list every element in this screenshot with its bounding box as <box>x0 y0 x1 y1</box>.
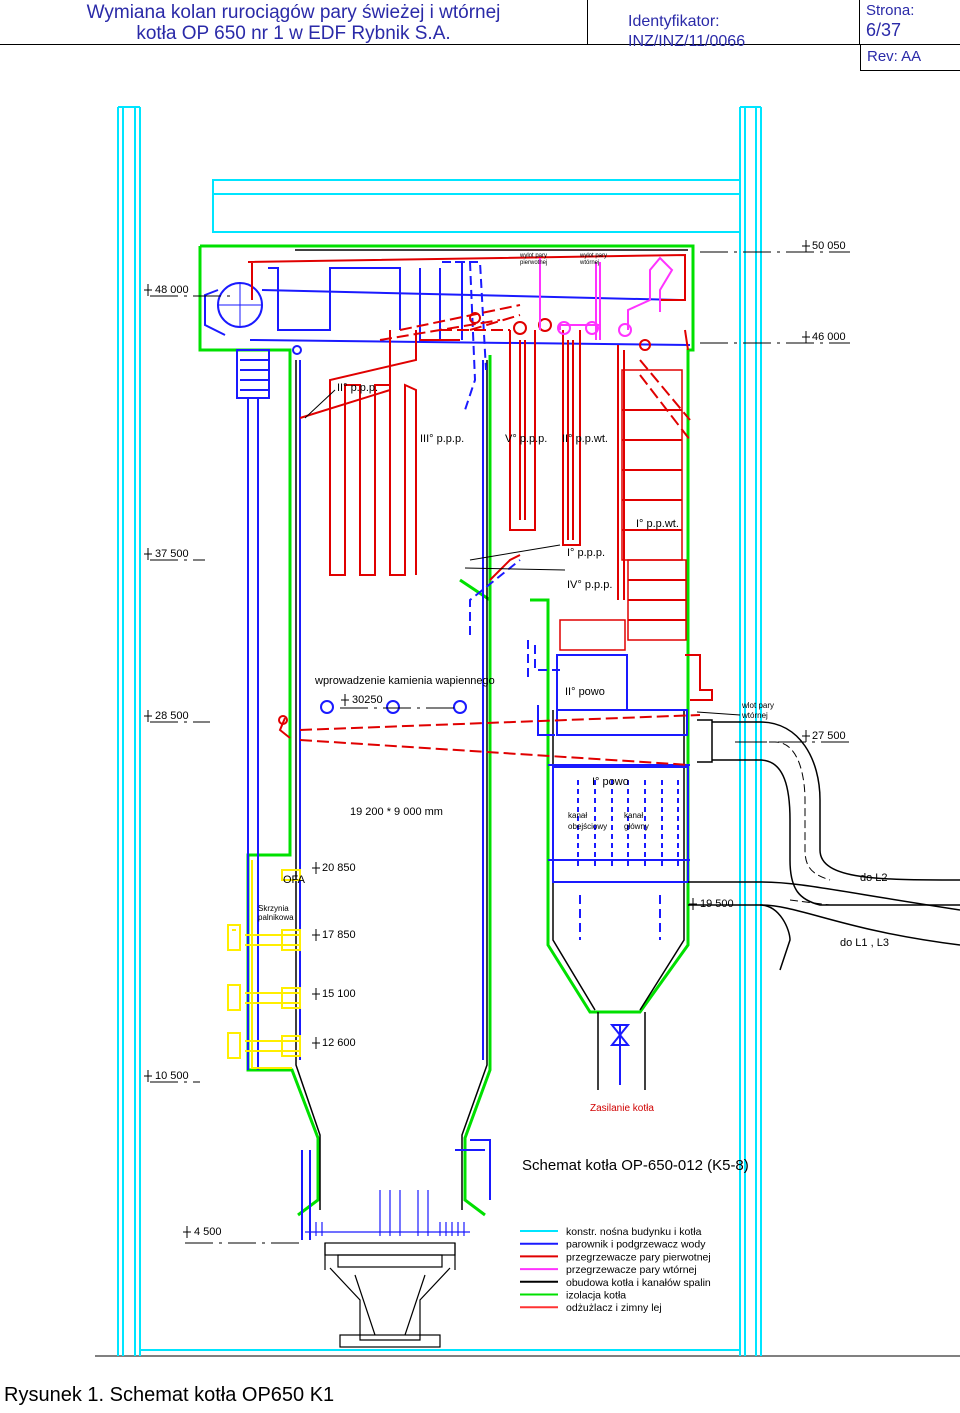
reheat-steam-inlet-label-2: wtórnej <box>741 711 768 720</box>
main-duct-label-2: główny <box>624 822 649 831</box>
figure-caption: Rysunek 1. Schemat kotła OP650 K1 <box>4 1384 335 1406</box>
legend-label: konstr. nośna budynku i kotła <box>566 1226 702 1238</box>
feedwater-label: Zasilanie kotła <box>590 1103 654 1114</box>
support-structure <box>117 106 762 1356</box>
elevation-10500: 10 500 <box>155 1070 189 1082</box>
legend-label: izolacja kotła <box>566 1290 626 1302</box>
evaporator-tubes <box>236 261 691 1240</box>
label-powo-1: I° powo <box>592 776 629 788</box>
label-to-l2: do L2 <box>860 872 888 884</box>
bottom-ash-hopper <box>324 1242 456 1348</box>
elevation-19500: 19 500 <box>700 898 734 910</box>
label-ppwt-2: II° p.p.wt. <box>562 433 608 445</box>
identifier-cell: Identyfikator: INZ/INZ/11/0066 <box>588 0 860 50</box>
elevation-48000: 48 000 <box>155 284 189 296</box>
legend-label: przegrzewacze pary wtórnej <box>566 1264 697 1276</box>
elevation-17850: 17 850 <box>322 929 356 941</box>
legend-label: obudowa kotła i kanałów spalin <box>566 1277 711 1289</box>
primary-steam-outlet-label-1: wylot pary <box>519 253 547 259</box>
burner-box-label-1: Skrzynia <box>258 904 289 913</box>
revision-value: Rev: AA <box>867 48 922 65</box>
primary-steam-outlet-label-2: pierwotnej <box>520 260 547 266</box>
label-ofa: OFA <box>283 874 306 886</box>
page-cell: Strona: 6/37 <box>860 0 960 44</box>
elevation-20850: 20 850 <box>322 862 356 874</box>
label-to-l1-l3: do L1 , L3 <box>840 937 889 949</box>
document-title: Wymiana kolan rurociągów pary świeżej i … <box>0 0 588 44</box>
label-ppp-3: III° p.p.p. <box>420 433 464 445</box>
elevation-27500: 27 500 <box>812 730 846 742</box>
label-ppp-1: I° p.p.p. <box>567 547 605 559</box>
elevation-markers <box>144 240 810 1238</box>
burner-box-label-2: palnikowa <box>258 913 294 922</box>
elevation-28500: 28 500 <box>155 710 189 722</box>
label-ppp-5: V° p.p.p. <box>505 433 547 445</box>
legend-label: przegrzewacze pary pierwotnej <box>566 1251 711 1263</box>
page-value: 6/37 <box>866 20 902 40</box>
document-header: Wymiana kolan rurociągów pary świeżej i … <box>0 0 960 50</box>
label-powo-2: II° powo <box>565 686 605 698</box>
reheat-steam-outlet-label-2: wtórnej <box>579 260 599 266</box>
elevation-50050: 50 050 <box>812 240 846 252</box>
identifier-label: Identyfikator: <box>628 13 720 30</box>
elevation-12600: 12 600 <box>322 1037 356 1049</box>
label-leaders <box>304 389 741 716</box>
elevation-15100: 15 100 <box>322 988 356 1000</box>
title-line-2: kotła OP 650 nr 1 w EDF Rybnik S.A. <box>136 23 451 44</box>
steam-drum <box>204 282 263 336</box>
boiler-schematic: 48 000 50 050 46 000 37 500 28 500 30250… <box>95 106 960 1357</box>
bypass-duct-label-1: kanał <box>568 811 587 820</box>
boiler-casing <box>295 249 713 1210</box>
furnace-dimensions: 19 200 * 9 000 mm <box>350 806 443 818</box>
label-ppp-2: II° p.p.p. <box>337 382 378 394</box>
title-line-1: Wymiana kolan rurociągów pary świeżej i … <box>86 2 501 23</box>
label-ppp-4: IV° p.p.p. <box>567 579 612 591</box>
diagram-title: Schemat kotła OP-650-012 (K5-8) <box>522 1157 749 1174</box>
elevation-46000: 46 000 <box>812 331 846 343</box>
elevation-4500: 4 500 <box>194 1226 222 1238</box>
page-label: Strona: <box>866 2 915 19</box>
elevation-30250: 30250 <box>352 694 383 706</box>
primary-superheater-tubes <box>247 253 713 766</box>
main-duct-label-1: kanał <box>624 811 643 820</box>
reheater-tubes <box>539 256 674 340</box>
revision-cell: Rev: AA <box>860 44 960 71</box>
legend-label: parownik i podgrzewacz wody <box>566 1239 706 1251</box>
identifier-value: INZ/INZ/11/0066 <box>628 33 746 50</box>
legend-label: odżużlacz i zimny lej <box>566 1302 662 1314</box>
elevation-lines <box>150 251 850 1244</box>
burner-box <box>227 860 301 1069</box>
reheat-steam-inlet-label-1: wlot pary <box>741 701 774 710</box>
reheat-steam-outlet-label-1: wylot pary <box>579 253 607 259</box>
limestone-injection-label: wprowadzenie kamienia wapiennego <box>314 675 495 687</box>
label-ppwt-1: I° p.p.wt. <box>636 518 679 530</box>
elevation-37500: 37 500 <box>155 548 189 560</box>
bypass-duct-label-2: obejściowy <box>568 822 607 831</box>
flue-gas-ducts <box>688 721 960 971</box>
